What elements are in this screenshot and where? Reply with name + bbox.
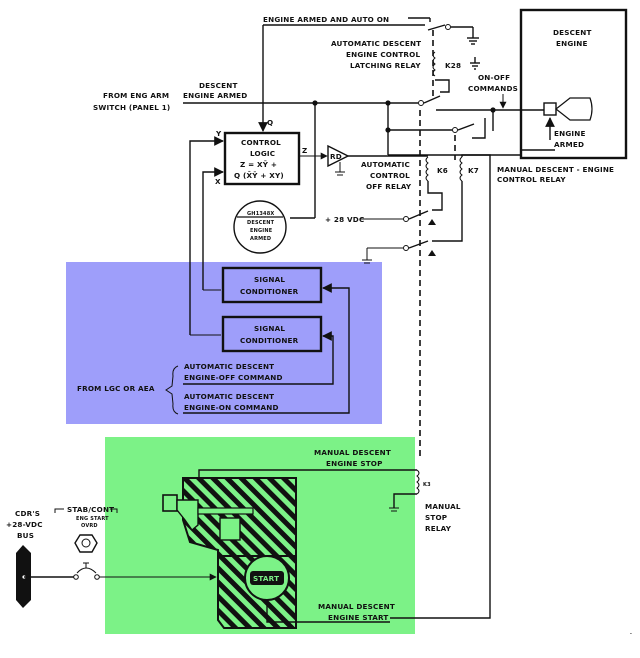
auto-control-off-label-1: AUTOMATIC [361,160,410,169]
latching-relay-label-2: ENGINE CONTROL [346,50,420,59]
descent-engine-armed-line: FROM ENG ARM SWITCH (PANEL 1) DESCENT EN… [93,79,555,218]
latching-relay-label-3: LATCHING RELAY [350,61,421,70]
control-logic-title-2: LOGIC [250,149,275,158]
eng-start-ovrd-label-1: ENG START [76,516,109,522]
descent-engine-armed-label-1: DESCENT [199,81,238,90]
k7-label: K7 [468,166,479,175]
start-button-label: START [253,574,279,583]
rd-label: RD [330,152,342,161]
k3-label: K3 [423,482,431,488]
signal-conditioner-2-line-1: SIGNAL [254,324,285,333]
from-eng-arm-label-2: SWITCH (PANEL 1) [93,103,170,112]
auto-control-off-label-3: OFF RELAY [366,182,412,191]
indicator-code: GH1348X [247,211,274,217]
indicator-line-2: ENGINE [250,228,273,234]
control-logic-title-1: CONTROL [241,138,281,147]
manual-control-relay-label-1: MANUAL DESCENT - ENGINE [497,165,614,174]
cdr-bus-label-1: CDR'S [15,509,40,518]
descent-engine-armed-label-2: ENGINE ARMED [183,91,247,100]
manual-stop-label-1: MANUAL DESCENT [314,448,391,457]
engine-nozzle-icon [555,97,593,121]
lgc-commands: FROM LGC OR AEA AUTOMATIC DESCENT ENGINE… [77,362,283,415]
k3-coil [416,469,420,495]
from-eng-arm-label-1: FROM ENG ARM [103,91,169,100]
from-lgc-label: FROM LGC OR AEA [77,384,155,393]
signal-conditioner-2-line-2: CONDITIONER [240,336,299,345]
stab-cont-label: STAB/CONT [67,505,114,514]
x-input-label: X [215,177,221,186]
figure-mark: . [630,630,632,636]
engine-armed-auto-on-label: ENGINE ARMED AND AUTO ON [263,15,389,24]
descent-engine-box: DESCENT ENGINE ENGINE ARMED [519,8,628,160]
control-logic-block: Q Y X Z CONTROL LOGIC Z = XȲ + Q (X̄Ȳ + … [189,110,328,335]
auto-on-cmd-label-2: ENGINE-ON COMMAND [184,403,279,412]
latching-relay-label-1: AUTOMATIC DESCENT [331,39,421,48]
eng-start-ovrd-label-2: OVRD [81,523,98,529]
k7-coil [459,156,463,182]
manual-start-label-1: MANUAL DESCENT [318,602,395,611]
cdr-bus-label-3: BUS [17,531,34,540]
control-logic-formula-1: Z = XȲ + [240,160,277,169]
engine-armed-label-2: ARMED [554,140,584,149]
manual-stop-relay-label-1: MANUAL [425,502,461,511]
on-off-commands-label-1: ON-OFF [478,73,510,82]
relay-section: AUTOMATIC CONTROL OFF RELAY K6 K7 MANUAL… [361,110,614,619]
top-latching-section: ENGINE ARMED AND AUTO ON AUTOMATIC DESCE… [262,15,480,110]
manual-stop-label-2: ENGINE STOP [326,459,383,468]
plus-28-vdc-label: + 28 VDC [325,215,364,224]
control-logic-formula-2: Q (X̄Ȳ + XY) [234,171,284,180]
descent-engine-title-1: DESCENT [553,28,592,37]
indicator-line-3: ARMED [250,236,271,242]
control-panel-drawing: START [162,477,390,629]
q-input-label: Q [267,118,273,127]
k6-label: K6 [437,166,448,175]
circuit-breaker-knob[interactable] [74,534,98,553]
y-input-label: Y [215,129,222,138]
cdr-bus-section: CDR'S +28-VDC BUS STAB/CONT ENG START OV… [6,505,217,608]
manual-start-label-2: ENGINE START [328,613,389,622]
auto-on-cmd-label-1: AUTOMATIC DESCENT [184,392,274,401]
manual-stop-section: MANUAL DESCENT ENGINE STOP K3 MANUAL STO… [198,448,461,533]
z-output-label: Z [302,146,307,155]
auto-control-off-label-2: CONTROL [370,171,410,180]
manual-stop-relay-label-2: STOP [425,513,447,522]
descent-engine-title-2: ENGINE [556,39,588,48]
k6-coil [425,156,429,182]
descent-engine-armed-indicator: GH1348X DESCENT ENGINE ARMED [233,200,287,254]
engine-valve-icon [543,102,557,116]
signal-conditioners: SIGNAL CONDITIONER SIGNAL CONDITIONER [183,266,350,414]
auto-off-cmd-label-1: AUTOMATIC DESCENT [184,362,274,371]
indicator-line-1: DESCENT [247,220,275,226]
manual-control-relay-label-2: CONTROL RELAY [497,175,566,184]
auto-off-cmd-label-2: ENGINE-OFF COMMAND [184,373,283,382]
manual-stop-relay-label-3: RELAY [425,524,452,533]
cdr-bus-label-2: +28-VDC [6,520,43,529]
k28-label: K28 [445,61,461,70]
signal-conditioner-1-line-2: CONDITIONER [240,287,299,296]
rd-amplifier: RD [327,144,428,176]
on-off-commands-label-2: COMMANDS [468,84,518,93]
engine-armed-label-1: ENGINE [554,129,586,138]
vdc-supply: + 28 VDC [290,210,436,264]
signal-conditioner-1-line-1: SIGNAL [254,275,285,284]
